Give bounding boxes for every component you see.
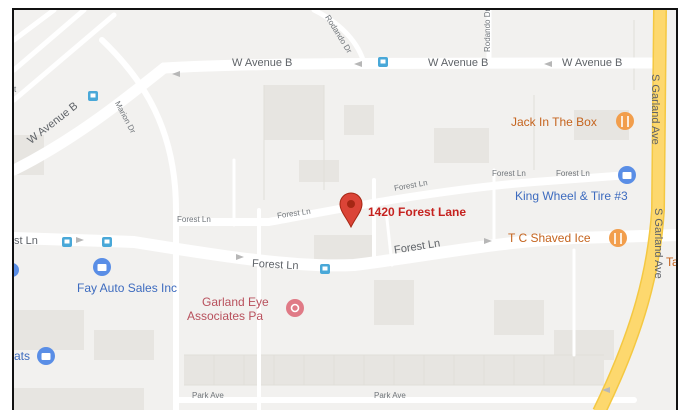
road-label-s-garland-ave: S Garland Ave: [649, 74, 661, 145]
bus-stop-icon[interactable]: [88, 91, 98, 101]
restaurant-icon[interactable]: [616, 112, 634, 130]
poi-fay-auto-sales[interactable]: Fay Auto Sales Inc: [77, 281, 178, 295]
road-label-w-avenue-b: W Avenue B: [562, 57, 623, 69]
map-view[interactable]: W Avenue B W Avenue B W Avenue B W Avenu…: [12, 8, 678, 410]
poi-partial-label[interactable]: Ta: [666, 255, 678, 269]
poi-jack-in-the-box[interactable]: Jack In The Box: [511, 115, 597, 129]
restaurant-icon[interactable]: [609, 229, 627, 247]
bus-stop-icon[interactable]: [320, 264, 330, 274]
bus-stop-icon[interactable]: [378, 57, 388, 67]
street-network: [14, 10, 676, 410]
building-blocks: [14, 85, 629, 410]
road-label-w-avenue-b: W Avenue B: [232, 57, 293, 69]
road-label-park-ave: Park Ave: [192, 391, 224, 400]
medical-icon[interactable]: [286, 299, 304, 317]
highway-s-garland-ave: [594, 10, 666, 410]
pin-address-label[interactable]: 1420 Forest Lane: [368, 205, 467, 219]
road-label-forest-ln: Forest Ln: [177, 215, 211, 224]
location-pin-icon[interactable]: [339, 192, 363, 229]
road-label-s-garland-ave: S Garland Ave: [652, 208, 664, 279]
poi-partial-ats[interactable]: ats: [14, 349, 31, 363]
road-label-forest-ln: Forest Ln: [251, 257, 299, 273]
road-label-rodando-dr: Rodando Dr: [483, 8, 492, 52]
shopping-icon[interactable]: [618, 166, 636, 184]
poi-garland-eye[interactable]: Garland Eye: [202, 295, 269, 309]
parcel-lines: [184, 20, 635, 386]
road-label-forest-ln: st Ln: [14, 235, 38, 247]
road-label-w-avenue-b: W Avenue B: [428, 57, 489, 69]
bus-stop-icon[interactable]: [62, 237, 72, 247]
shopping-icon[interactable]: [14, 263, 19, 277]
direction-arrows: [76, 61, 610, 393]
road-label-edge: t: [14, 85, 17, 94]
shopping-icon[interactable]: [93, 258, 111, 276]
shopping-icon[interactable]: [37, 347, 55, 365]
road-label-park-ave: Park Ave: [374, 391, 406, 400]
poi-king-wheel-tire[interactable]: King Wheel & Tire #3: [515, 189, 628, 203]
poi-tc-shaved-ice[interactable]: T C Shaved Ice: [508, 231, 591, 245]
bus-stop-icon[interactable]: [102, 237, 112, 247]
poi-garland-eye-line2[interactable]: Associates Pa: [187, 309, 264, 323]
map-canvas[interactable]: [14, 10, 678, 410]
road-label-forest-ln: Forest Ln: [556, 169, 590, 178]
road-label-forest-ln: Forest Ln: [492, 169, 526, 178]
